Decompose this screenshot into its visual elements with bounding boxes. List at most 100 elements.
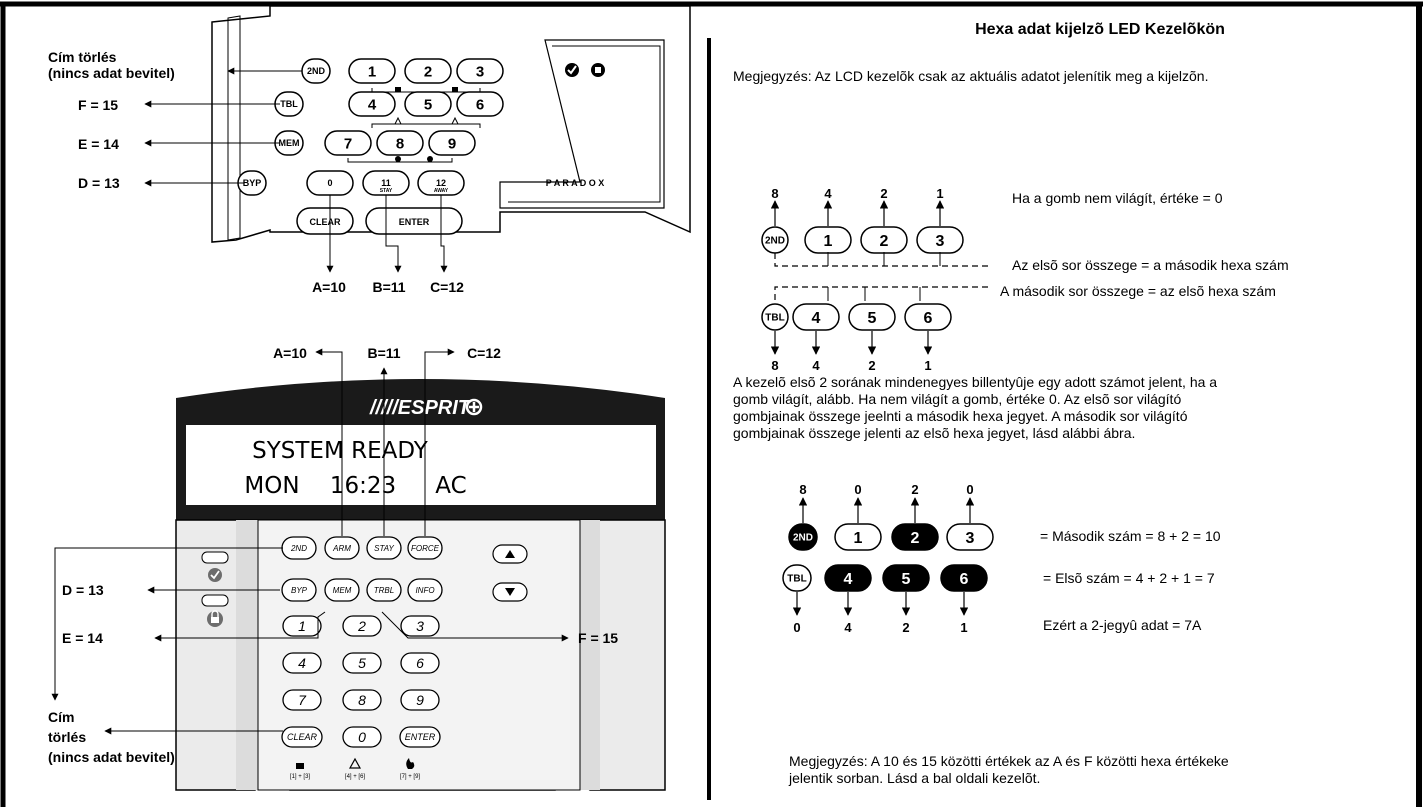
panic-fire-icon	[406, 758, 415, 769]
led-key-5[interactable]: 5	[404, 91, 452, 117]
diag-bottom-weight: 1	[924, 358, 931, 373]
example-bottom-key-tbl[interactable]: TBL	[782, 564, 812, 592]
lcd-key-byp-label: BYP	[291, 586, 308, 595]
example-top-key-3[interactable]: 3	[946, 523, 994, 551]
lcd-key-mem[interactable]: MEM	[324, 578, 360, 602]
lcd-key-7[interactable]: 7	[282, 689, 322, 711]
lcd-key-stay[interactable]: STAY	[366, 536, 402, 560]
example-bottom-key-6[interactable]: 6	[940, 564, 988, 592]
led-side-key-2nd-label: 2ND	[307, 66, 326, 76]
first-row-sum-text: Az elsõ sor összege = a második hexa szá…	[1012, 257, 1289, 273]
led-label-c: C=12	[430, 279, 464, 295]
diag-bottom-weight: 8	[771, 358, 778, 373]
example-top-value: 8	[799, 482, 806, 497]
lcd-key-arm-label: ARM	[332, 544, 351, 553]
lcd-key-info-label: INFO	[415, 586, 434, 595]
lcd-key-mem-label: MEM	[333, 586, 352, 595]
lcd-key-2nd[interactable]: 2ND	[281, 536, 317, 560]
led-side-key-2nd[interactable]: 2ND	[301, 58, 331, 84]
diag-bottom-key-tbl-label: TBL	[765, 313, 784, 324]
lcd-key-arm[interactable]: ARM	[324, 536, 360, 560]
lcd-key-4[interactable]: 4	[282, 652, 322, 674]
footer-fire-combo: [7] + [9]	[400, 774, 421, 780]
lcd-label-f: F = 15	[578, 630, 618, 646]
brand-label: P A R A D O X	[546, 178, 605, 188]
lcd-key-enter[interactable]: ENTER	[399, 726, 441, 748]
example-bottom-key-4[interactable]: 4	[824, 564, 872, 592]
led-clear-key[interactable]	[296, 207, 354, 235]
lcd-key-1[interactable]: 1	[282, 615, 322, 637]
lcd-line-2-day: MON	[244, 473, 299, 499]
led-enter-key[interactable]	[365, 207, 463, 235]
example-bottom-key-5[interactable]: 5	[882, 564, 930, 592]
lcd-label-c: C=12	[467, 345, 501, 361]
diag-top-weight: 4	[824, 186, 832, 201]
lcd-key-6[interactable]: 6	[400, 652, 440, 674]
up-arrow-icon	[505, 550, 515, 558]
ready-check-icon	[208, 568, 222, 582]
lcd-key-8[interactable]: 8	[342, 689, 382, 711]
led-key-4[interactable]: 4	[348, 91, 396, 117]
lcd-key-9[interactable]: 9	[400, 689, 440, 711]
led-key-sub-label: STAY	[380, 188, 393, 194]
lcd-key-3[interactable]: 3	[400, 615, 440, 637]
diag-top-key-2nd[interactable]: 2ND	[761, 226, 789, 254]
led-key-9[interactable]: 9	[428, 130, 476, 156]
led-key-8[interactable]: 8	[376, 130, 424, 156]
led-side-key-byp-label: BYP	[243, 178, 262, 188]
example-top-key-2[interactable]: 2	[891, 523, 939, 551]
led-key-6[interactable]: 6	[456, 91, 504, 117]
diag-bottom-key-6-label: 6	[924, 310, 933, 327]
led-key-12-label: 12	[436, 178, 446, 188]
paragraph-line-4: gombjainak összege jelenti az elsõ hexa …	[733, 425, 1135, 441]
lcd-key-2-label: 2	[357, 618, 366, 634]
lcd-line-2-ac: AC	[435, 473, 466, 499]
led-key-7[interactable]: 7	[324, 130, 372, 156]
diag-top-key-2[interactable]: 2	[860, 226, 908, 254]
lcd-label-b: B=11	[367, 345, 400, 361]
lcd-key-9-label: 9	[416, 692, 424, 708]
diag-bottom-weight: 4	[812, 358, 820, 373]
diag-bottom-key-5-label: 5	[868, 310, 877, 327]
lcd-key-2[interactable]: 2	[342, 615, 382, 637]
led-key-9-label: 9	[448, 135, 456, 152]
led-label-b: B=11	[372, 279, 405, 295]
lcd-label-d: D = 13	[62, 582, 104, 598]
diag-bottom-key-tbl[interactable]: TBL	[761, 303, 789, 331]
led-key-0[interactable]: 0	[306, 170, 354, 196]
diag-top-key-3[interactable]: 3	[916, 226, 964, 254]
example-bottom-value: 4	[844, 620, 852, 635]
note-top: Megjegyzés: Az LCD kezelõk csak az aktuá…	[733, 68, 1208, 84]
led-key-2-label: 2	[424, 63, 432, 80]
diag-bottom-key-6[interactable]: 6	[904, 303, 952, 331]
lcd-key-clear[interactable]: CLEAR	[281, 726, 323, 748]
lcd-key-force-label: FORCE	[411, 544, 440, 553]
led-key-1[interactable]: 1	[348, 58, 396, 84]
example-top-value: 0	[854, 482, 861, 497]
right-panel: Hexa adat kijelzõ LED Kezelõkön Megjegyz…	[733, 21, 1289, 786]
diag-top-key-1-label: 1	[824, 233, 833, 250]
lcd-key-7-label: 7	[298, 692, 307, 708]
example-top-key-1[interactable]: 1	[834, 523, 882, 551]
lcd-line-2-time: 16:23	[330, 473, 396, 499]
led-key-5-label: 5	[424, 96, 432, 113]
diag-bottom-key-5[interactable]: 5	[848, 303, 896, 331]
lcd-key-info[interactable]: INFO	[407, 578, 443, 602]
diag-bottom-key-4[interactable]: 4	[792, 303, 840, 331]
example-top-key-2nd[interactable]: 2ND	[788, 523, 818, 551]
lcd-key-trbl[interactable]: TRBL	[366, 578, 402, 602]
led-key-3[interactable]: 3	[456, 58, 504, 84]
lcd-key-5[interactable]: 5	[342, 652, 382, 674]
note-bottom-line-1: Megjegyzés: A 10 és 15 közötti értékek a…	[789, 753, 1229, 769]
diag-top-key-1[interactable]: 1	[804, 226, 852, 254]
lcd-key-5-label: 5	[358, 655, 366, 671]
led-key-2[interactable]: 2	[404, 58, 452, 84]
lcd-key-byp[interactable]: BYP	[281, 578, 317, 602]
led-key-7-label: 7	[344, 135, 352, 152]
lcd-key-force[interactable]: FORCE	[407, 536, 443, 560]
example-bottom-key-tbl-label: TBL	[787, 574, 806, 585]
lcd-key-0[interactable]: 0	[342, 726, 382, 748]
